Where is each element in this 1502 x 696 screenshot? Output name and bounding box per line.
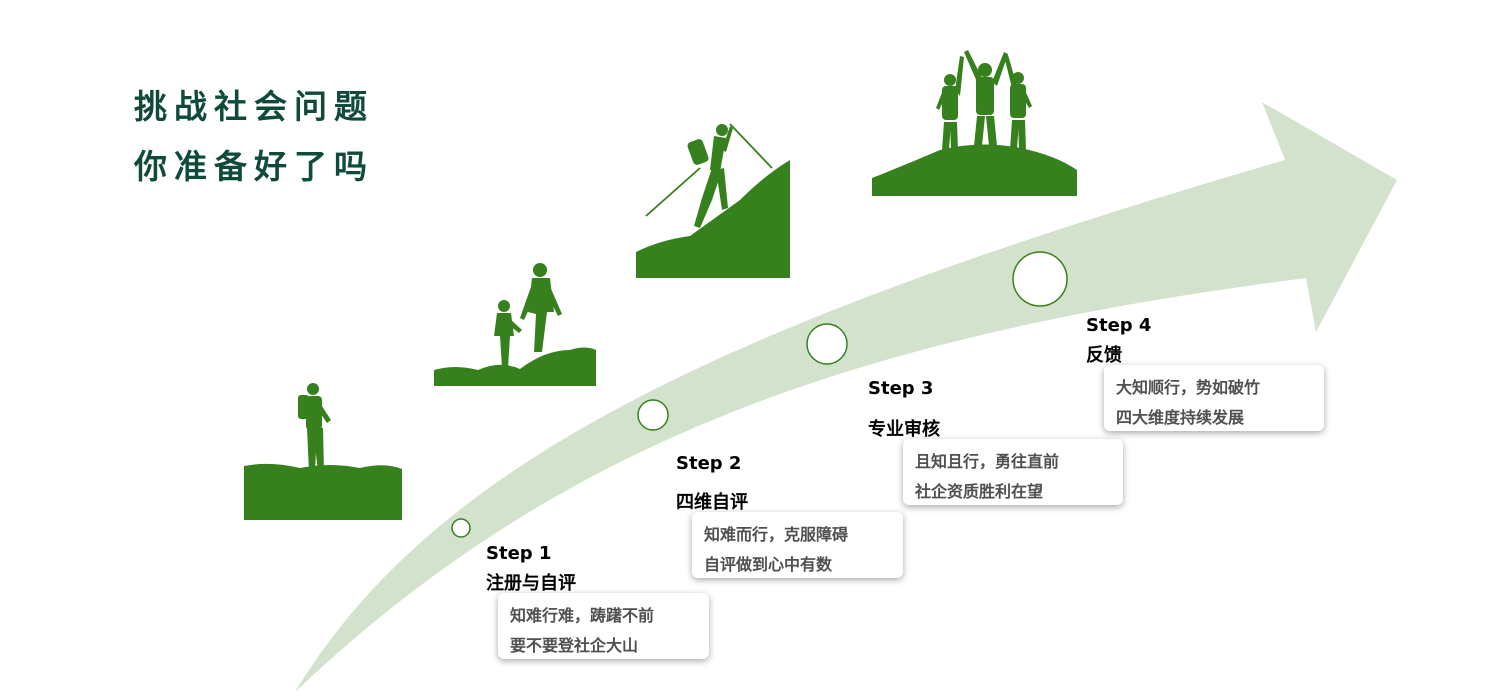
step-1-caption-card: 知难行难，踌躇不前 要不要登社企大山: [498, 593, 709, 659]
step-1-marker: [451, 518, 471, 538]
step-2-number: Step 2: [676, 453, 742, 474]
step-4-title: 反馈: [1086, 345, 1122, 366]
step-2-caption-line-2: 自评做到心中有数: [704, 555, 833, 574]
step-3-marker: [806, 323, 848, 365]
climber-silhouette: [636, 123, 790, 278]
step-1-number: Step 1: [486, 543, 552, 564]
step-4-caption-card: 大知顺行，势如破竹 四大维度持续发展: [1104, 365, 1324, 431]
step-2-caption-line-1: 知难而行，克服障碍: [704, 525, 849, 544]
step-2-caption-card: 知难而行，克服障碍 自评做到心中有数: [692, 512, 903, 578]
step-3-number: Step 3: [868, 378, 934, 399]
step-4-caption-line-1: 大知顺行，势如破竹: [1116, 378, 1261, 397]
step-3-title: 专业审核: [868, 419, 940, 440]
step-2-title: 四维自评: [676, 492, 748, 513]
step-3-caption-card: 且知且行，勇往直前 社企资质胜利在望: [903, 439, 1123, 505]
step-1-caption-line-1: 知难行难，踌躇不前: [510, 606, 655, 625]
hiker-silhouette-1: [244, 383, 402, 520]
progress-arrow: [295, 102, 1397, 692]
headline-line-2: 你准备好了吗: [134, 147, 374, 186]
step-3-caption-line-2: 社企资质胜利在望: [915, 482, 1044, 501]
headline-line-1: 挑战社会问题: [134, 87, 374, 126]
step-4-marker: [1012, 251, 1068, 307]
step-1-title: 注册与自评: [486, 573, 576, 594]
step-4-caption-line-2: 四大维度持续发展: [1116, 408, 1245, 427]
step-1-caption-line-2: 要不要登社企大山: [510, 636, 639, 655]
hiker-silhouette-2: [434, 263, 596, 386]
summit-silhouette: [872, 50, 1077, 196]
step-3-caption-line-1: 且知且行，勇往直前: [915, 452, 1060, 471]
step-2-marker: [637, 399, 669, 431]
step-4-number: Step 4: [1086, 315, 1152, 336]
